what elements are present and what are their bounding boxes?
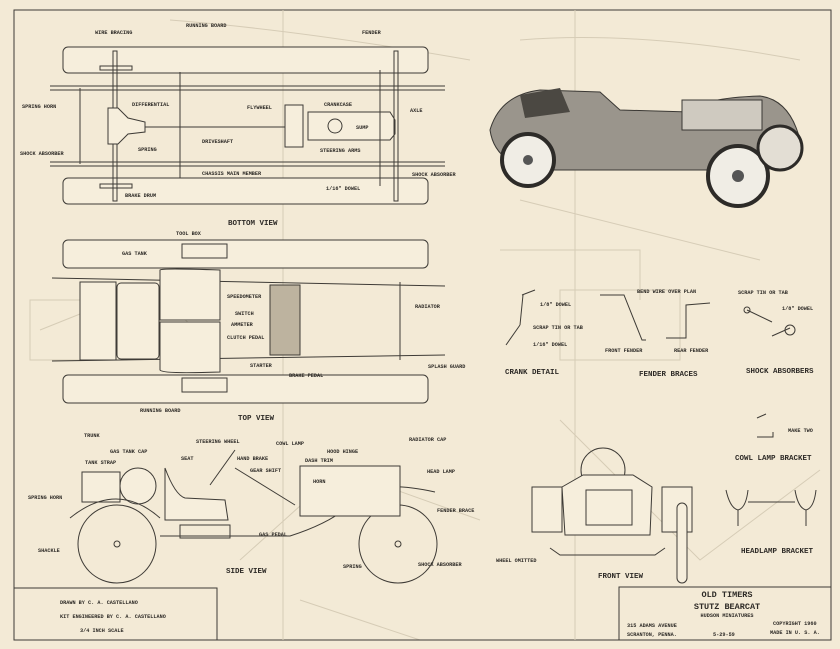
label-steering-arms: STEERING ARMS	[320, 148, 360, 154]
label-gas-pedal: GAS PEDAL	[259, 532, 287, 538]
address-line2: SCRANTON, PENNA.	[627, 632, 677, 638]
car-photo	[489, 88, 804, 208]
label-switch: SWITCH	[235, 311, 254, 317]
label-steering-wheel: STEERING WHEEL	[196, 439, 240, 445]
label-front-fender: FRONT FENDER	[605, 348, 643, 354]
label-trunk: TRUNK	[84, 433, 100, 439]
label-bend-wire: BEND WIRE OVER PLAN	[637, 289, 696, 295]
label-differential: DIFFERENTIAL	[132, 102, 169, 108]
front-view-drawing	[531, 447, 693, 584]
label-chassis-main-member: CHASSIS MAIN MEMBER	[202, 171, 262, 177]
label-radiator: RADIATOR	[415, 304, 441, 310]
label-tank-strap: TANK STRAP	[85, 460, 116, 466]
title-line2: STUTZ BEARCAT	[694, 602, 760, 612]
address-line1: 315 ADAMS AVENUE	[627, 623, 677, 629]
label-speedometer: SPEEDOMETER	[227, 294, 262, 300]
label-hood-hinge: HOOD HINGE	[327, 449, 358, 455]
label-dowel: 1/16" DOWEL	[326, 186, 360, 192]
label-axle: AXLE	[410, 108, 422, 114]
drawn-by: DRAWN BY C. A. CASTELLANO	[60, 600, 138, 606]
label-flywheel: FLYWHEEL	[247, 105, 272, 111]
label-fender: FENDER	[362, 30, 382, 36]
label-spring-horn: SPRING HORN	[22, 104, 56, 110]
label-dash-trim: DASH TRIM	[305, 458, 333, 464]
maker-name: HUDSON MINIATURES	[701, 613, 754, 619]
label-spring-horn-side: SPRING HORN	[28, 495, 62, 501]
label-starter: STARTER	[250, 363, 273, 369]
label-sump: SUMP	[356, 125, 368, 131]
label-tool-box: TOOL BOX	[176, 231, 202, 237]
bottom-view-title: BOTTOM VIEW	[228, 220, 278, 228]
label-fender-brace: FENDER BRACE	[437, 508, 474, 514]
label-rear-fender: REAR FENDER	[674, 348, 709, 354]
label-gas-tank: GAS TANK	[122, 251, 148, 257]
headlamp-bracket-title: HEADLAMP BRACKET	[741, 548, 814, 556]
label-clutch-pedal: CLUTCH PEDAL	[227, 335, 264, 341]
label-shackle: SHACKLE	[38, 548, 60, 554]
label-shock-dowel: 1/8" DOWEL	[782, 306, 813, 312]
top-view-labels: TOOL BOX GAS TANK SPEEDOMETER SWITCH AMM…	[122, 231, 465, 423]
bottom-view-labels: WIRE BRACING RUNNING BOARD FENDER SPRING…	[20, 23, 456, 228]
label-crank-scrap-tin: SCRAP TIN OR TAB	[533, 325, 583, 331]
title-block: OLD TIMERS STUTZ BEARCAT HUDSON MINIATUR…	[618, 586, 831, 640]
label-running-board-top: RUNNING BOARD	[140, 408, 180, 414]
cowl-lamp-bracket-drawing	[756, 413, 774, 438]
crank-detail-title: CRANK DETAIL	[505, 369, 560, 377]
side-view-labels: TRUNK GAS TANK CAP STEERING WHEEL COWL L…	[28, 433, 474, 576]
side-view-drawing	[69, 449, 438, 584]
bottom-view-drawing	[50, 46, 445, 205]
label-shock-absorber-front: SHOCK ABSORBER	[412, 172, 456, 178]
drawing-date: 5-29-59	[713, 632, 735, 638]
label-wheel-omitted: WHEEL OMITTED	[496, 558, 536, 564]
label-crankcase: CRANKCASE	[324, 102, 352, 108]
label-horn: HORN	[313, 479, 325, 485]
label-gear-shift: GEAR SHIFT	[250, 468, 281, 474]
top-view-drawing	[51, 239, 446, 404]
crank-detail-drawing	[505, 289, 536, 346]
top-view-title: TOP VIEW	[238, 415, 275, 423]
label-crank-dowel: 1/8" DOWEL	[540, 302, 571, 308]
made-in: MADE IN U. S. A.	[770, 630, 820, 636]
label-shock-absorber: SHOCK ABSORBER	[20, 151, 64, 157]
copyright: COPYRIGHT 1960	[773, 621, 817, 627]
label-crank-dowel-small: 1/16" DOWEL	[533, 342, 567, 348]
label-splash-guard: SPLASH GUARD	[428, 364, 465, 370]
label-seat: SEAT	[181, 456, 193, 462]
label-shock-absorber-side: SHOCK ABSORBER	[418, 562, 462, 568]
front-view-title: FRONT VIEW	[598, 573, 644, 581]
scale: 3/4 INCH SCALE	[80, 628, 124, 634]
label-brake-drum: BRAKE DRUM	[125, 193, 156, 199]
label-spring-side: SPRING	[343, 564, 362, 570]
label-gas-tank-cap: GAS TANK CAP	[110, 449, 147, 455]
label-head-lamp: HEAD LAMP	[427, 469, 455, 475]
title-line1: OLD TIMERS	[701, 590, 752, 600]
sheet-border	[13, 9, 832, 641]
kit-engineered-by: KIT ENGINEERED BY C. A. CASTELLANO	[60, 614, 166, 620]
label-ammeter: AMMETER	[231, 322, 254, 328]
fender-braces-title: FENDER BRACES	[639, 371, 698, 379]
shock-absorbers-drawing	[746, 309, 791, 337]
label-driveshaft: DRIVESHAFT	[202, 139, 233, 145]
label-make-two: MAKE TWO	[788, 428, 813, 434]
label-wire-bracing: WIRE BRACING	[95, 30, 132, 36]
headlamp-bracket-drawing	[725, 489, 817, 526]
label-shock-scrap-tin: SCRAP TIN OR TAB	[738, 290, 788, 296]
label-radiator-cap: RADIATOR CAP	[409, 437, 446, 443]
shock-absorbers-title: SHOCK ABSORBERS	[746, 368, 814, 376]
label-spring: SPRING	[138, 147, 157, 153]
label-cowl-lamp: COWL LAMP	[276, 441, 304, 447]
cowl-lamp-bracket-title: COWL LAMP BRACKET	[735, 455, 812, 463]
label-hand-brake: HAND BRAKE	[237, 456, 268, 462]
side-view-title: SIDE VIEW	[226, 568, 267, 576]
fender-braces-drawing	[600, 294, 711, 341]
label-brake-pedal: BRAKE PEDAL	[289, 373, 323, 379]
credits-block: DRAWN BY C. A. CASTELLANO KIT ENGINEERED…	[14, 587, 218, 640]
label-running-board: RUNNING BOARD	[186, 23, 226, 29]
